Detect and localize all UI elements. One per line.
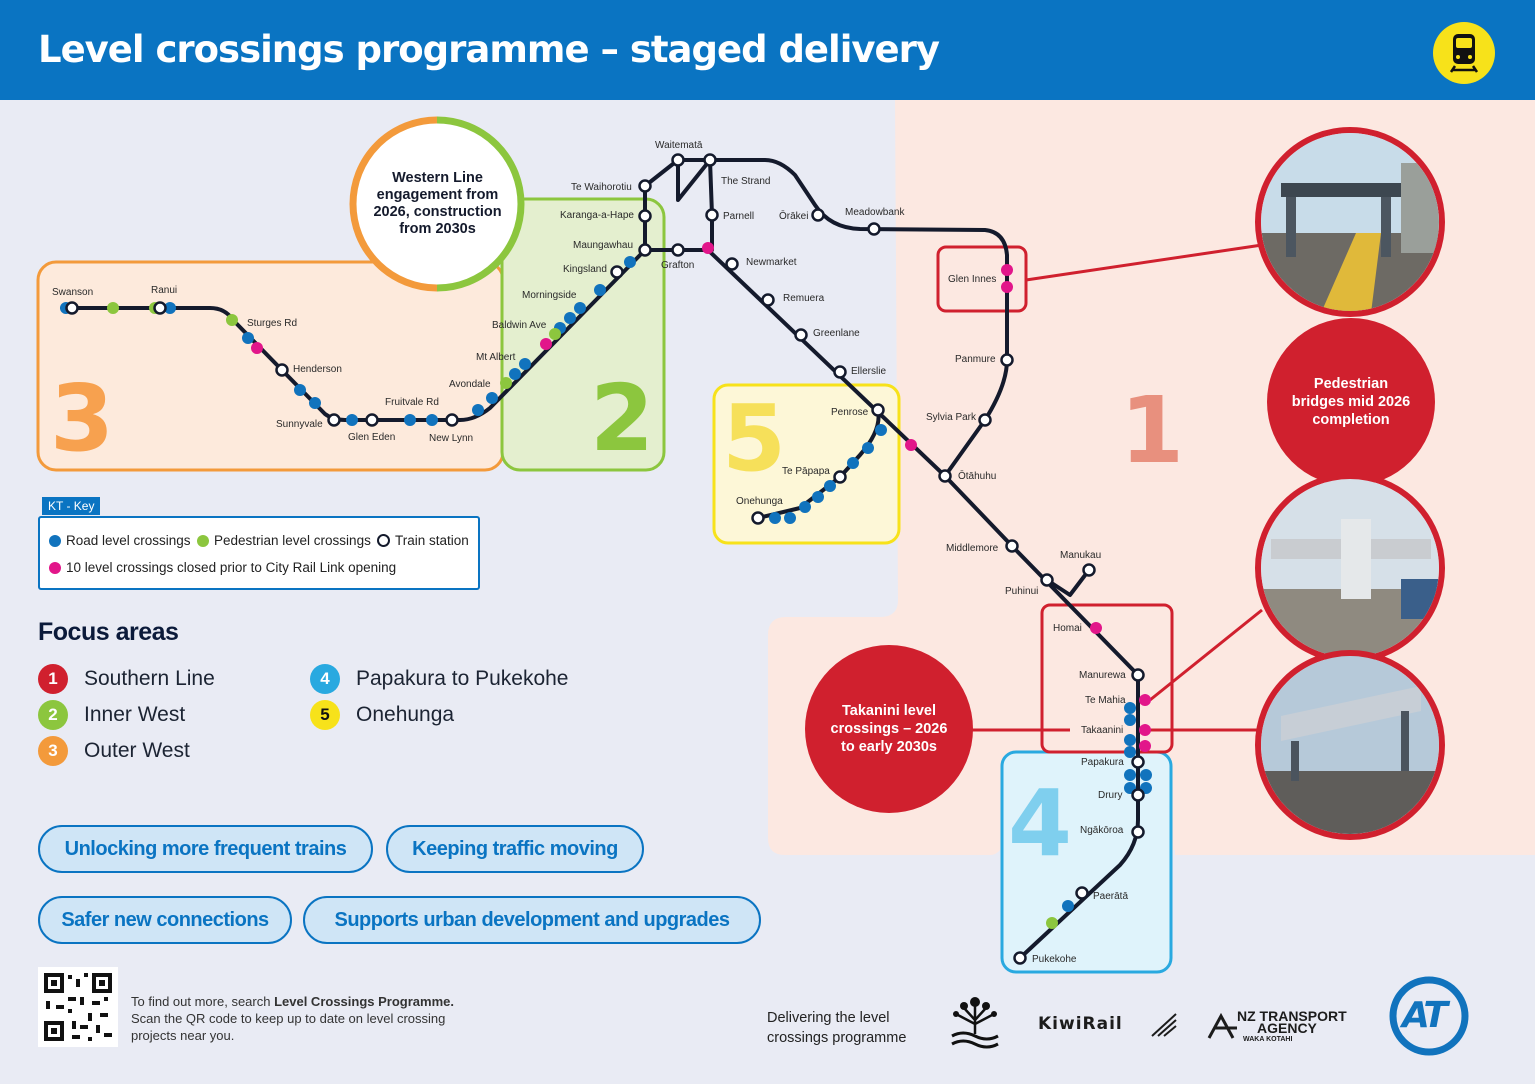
station-label: Maungawhau (573, 240, 633, 251)
station-icon (377, 534, 390, 547)
key-station: Train station (377, 533, 469, 548)
kiwirail-logo: KiwiRail (1038, 1013, 1178, 1042)
station-label: The Strand (721, 176, 770, 187)
key-tag: KT - Key (42, 497, 101, 515)
manukau-branch (1045, 568, 1091, 597)
photo-takanini-bridge (1255, 650, 1445, 840)
eastern-line (708, 158, 1009, 478)
station-label: Te Waihorotiu (571, 182, 632, 193)
station-label: Glen Innes (948, 274, 996, 285)
pedestrian-crossing-icon (197, 534, 209, 547)
station-label: Kingsland (563, 264, 607, 275)
key-pedestrian: Pedestrian level crossings (197, 533, 371, 548)
station-label: Drury (1098, 790, 1122, 801)
delivering-note: Delivering the level crossings programme (767, 1010, 907, 1046)
station-label: Papakura (1081, 757, 1124, 768)
bridges-callout: Pedestrian bridges mid 2026 completion (1267, 318, 1435, 486)
western-line-circle (349, 116, 525, 292)
train-stations (65, 153, 1145, 965)
station-label: Remuera (783, 293, 825, 304)
station-label: Baldwin Ave (492, 320, 547, 331)
station-label: Newmarket (746, 257, 797, 268)
benefit-safer-connections: Safer new connections (38, 896, 292, 944)
station-label: Grafton (661, 260, 694, 271)
station-label: Pukekohe (1032, 954, 1077, 965)
station-label: Homai (1053, 623, 1082, 634)
road-crossings (60, 256, 1152, 912)
station-label: Takaanini (1081, 725, 1123, 736)
map-key: Road level crossings Pedestrian level cr… (38, 516, 480, 590)
station-label: Ellerslie (851, 366, 886, 377)
key-road: Road level crossings (49, 533, 191, 548)
takanini-box (1040, 603, 1174, 754)
key-closed: 10 level crossings closed prior to City … (49, 560, 396, 575)
at-logo: AT (1388, 975, 1470, 1057)
station-label: Morningside (522, 290, 577, 301)
benefit-frequent-trains: Unlocking more frequent trains (38, 825, 373, 873)
station-label: Ōtāhuhu (958, 470, 996, 482)
station-label: Greenlane (813, 328, 860, 339)
header-bar (0, 0, 1535, 100)
station-label: Ngākōroa (1080, 825, 1124, 836)
station-label: Avondale (449, 379, 491, 390)
benefit-urban-development: Supports urban development and upgrades (303, 896, 761, 944)
station-label: Middlemore (946, 543, 999, 554)
western-line-note: Western Line engagement from 2026, const… (373, 170, 502, 237)
page-title: Level crossings programme – staged deliv… (38, 28, 940, 71)
station-label: Te Pāpapa (782, 466, 830, 477)
station-label: Sylvia Park (926, 412, 977, 423)
zone-2-box (500, 197, 666, 472)
station-label: Karanga-a-Hape (560, 210, 634, 221)
station-label: Puhinui (1005, 586, 1038, 597)
zone-number-3: 3 (50, 365, 114, 472)
government-crest-logo (946, 990, 1004, 1057)
focus-areas-title: Focus areas (38, 618, 179, 646)
station-label: Sturges Rd (247, 318, 297, 329)
station-label: Manukau (1060, 550, 1101, 561)
qr-code[interactable] (38, 967, 118, 1047)
station-label: Panmure (955, 354, 996, 365)
zone-number-1: 1 (1120, 377, 1184, 484)
zone-number-2: 2 (590, 365, 654, 472)
station-label: Ranui (151, 285, 177, 296)
station-label: Onehunga (736, 496, 783, 507)
station-label: Penrose (831, 407, 869, 418)
photo-glen-innes-bridge (1255, 127, 1445, 317)
station-label: Mt Albert (476, 352, 516, 363)
benefit-traffic-moving: Keeping traffic moving (386, 825, 644, 873)
station-label: Manurewa (1079, 670, 1126, 681)
road-crossing-icon (49, 534, 61, 547)
station-label: Meadowbank (845, 207, 905, 218)
station-label: Fruitvale Rd (385, 397, 439, 408)
zone-number-4: 4 (1008, 770, 1072, 877)
takanini-callout: Takanini level crossings – 2026 to early… (805, 645, 973, 813)
station-label: Swanson (52, 287, 93, 298)
photo-te-mahia-bridge (1255, 473, 1445, 663)
station-label: Glen Eden (348, 432, 395, 443)
closed-crossing-icon (49, 561, 61, 574)
station-label: Parnell (723, 211, 754, 222)
zone-5-box (712, 383, 901, 545)
qr-instructions: To find out more, search Level Crossings… (131, 994, 454, 1043)
station-label: Sunnyvale (276, 419, 323, 430)
train-icon (1433, 22, 1495, 84)
station-label: New Lynn (429, 433, 473, 444)
station-label: Paerātā (1093, 891, 1128, 902)
station-label: Te Mahia (1085, 695, 1126, 706)
station-label: Waitematā (655, 140, 703, 151)
closed-crossings (251, 242, 1151, 752)
station-label: Henderson (293, 364, 342, 375)
station-label: Ōrākei (779, 210, 808, 222)
zone-number-5: 5 (722, 385, 786, 492)
